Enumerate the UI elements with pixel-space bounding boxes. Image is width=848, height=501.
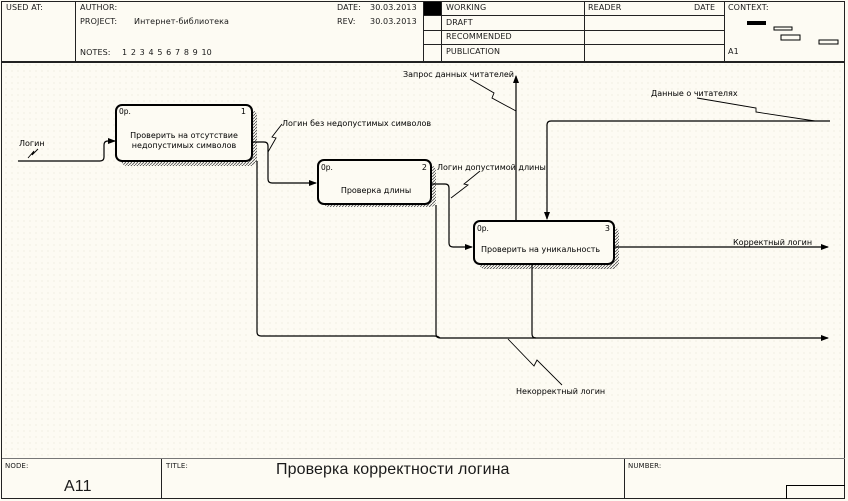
label-reader-data-request: Запрос данных читателей	[403, 70, 514, 79]
activity-3-number: 3	[605, 224, 610, 233]
label-login-valid-length: Логин допустимой длины	[437, 163, 546, 172]
context-box	[773, 26, 793, 31]
activity-1-cost: 0р.	[119, 107, 131, 116]
context-label: CONTEXT:	[728, 3, 769, 12]
activity-1-label-line1: Проверить на отсутствие	[130, 131, 238, 140]
squiggle-reader-data-request	[469, 78, 517, 112]
activity-3-cost: 0р.	[477, 224, 489, 233]
number-corner-box	[786, 485, 845, 499]
arrow-reader-data[interactable]	[544, 120, 830, 220]
activity-2-label: Проверка длины	[341, 186, 411, 195]
arrow-login-no-bad-chars[interactable]	[253, 141, 317, 186]
activity-2-cost: 0р.	[321, 163, 333, 172]
date-label: DATE:	[337, 3, 362, 12]
rev-value: 30.03.2013	[370, 17, 417, 26]
context-current-box	[747, 21, 766, 25]
project-label: PROJECT:	[80, 17, 118, 26]
title-label: TITLE:	[166, 462, 188, 470]
activity-1-number: 1	[241, 107, 246, 116]
status-draft: DRAFT	[446, 18, 473, 27]
squiggle-incorrect-login	[507, 338, 563, 386]
status-working: WORKING	[446, 3, 487, 12]
notes-value: 1 2 3 4 5 6 7 8 9 10	[122, 48, 212, 57]
squiggle-login	[27, 148, 39, 159]
used-at-label: USED AT:	[6, 3, 44, 12]
node-value: A11	[64, 478, 92, 495]
activity-1-label-line2: недопустимых символов	[132, 141, 237, 150]
context-node: A1	[728, 47, 739, 56]
arrow-incorrect-login-from-2[interactable]	[435, 205, 829, 341]
reader-label: READER	[588, 3, 622, 12]
diagram-title: Проверка корректности логина	[276, 461, 510, 478]
arrow-login-valid-length[interactable]	[432, 183, 473, 250]
squiggle-reader-data	[696, 97, 816, 122]
arrow-incorrect-login-from-3[interactable]	[531, 265, 537, 339]
notes-label: NOTES:	[80, 48, 111, 57]
activity-2-number: 2	[422, 163, 427, 172]
label-incorrect-login: Некорректный логин	[516, 387, 605, 396]
status-marker-working	[424, 2, 441, 15]
date-value: 30.03.2013	[370, 3, 417, 12]
label-login: Логин	[19, 139, 45, 148]
number-label: NUMBER:	[628, 462, 662, 470]
rev-label: REV:	[337, 17, 356, 26]
context-box	[818, 39, 839, 45]
node-label: NODE:	[5, 462, 29, 470]
label-correct-login: Корректный логин	[733, 238, 812, 247]
status-recommended: RECOMMENDED	[446, 32, 512, 41]
status-publication: PUBLICATION	[446, 47, 501, 56]
arrow-login-input[interactable]	[18, 138, 116, 162]
label-login-no-bad-chars: Логин без недопустимых символов	[282, 119, 431, 128]
activity-3-label: Проверить на уникальность	[481, 245, 600, 254]
activity-box-3[interactable]: 0р. 3 Проверить на уникальность	[473, 220, 619, 269]
activity-box-2[interactable]: 0р. 2 Проверка длины	[317, 159, 436, 207]
context-map-icon	[747, 21, 839, 45]
project-value: Интернет-библиотека	[134, 17, 230, 26]
squiggle-login-no-bad-chars	[267, 123, 283, 153]
label-reader-data: Данные о читателях	[651, 89, 738, 98]
activity-box-1[interactable]: 0р. 1 Проверить на отсутствие недопустим…	[115, 104, 257, 166]
reader-date-label: DATE	[694, 3, 716, 12]
squiggle-login-valid-length	[450, 170, 481, 199]
arrow-incorrect-login-from-1[interactable]	[256, 161, 441, 339]
author-label: AUTHOR:	[80, 3, 118, 12]
context-box	[780, 34, 801, 41]
